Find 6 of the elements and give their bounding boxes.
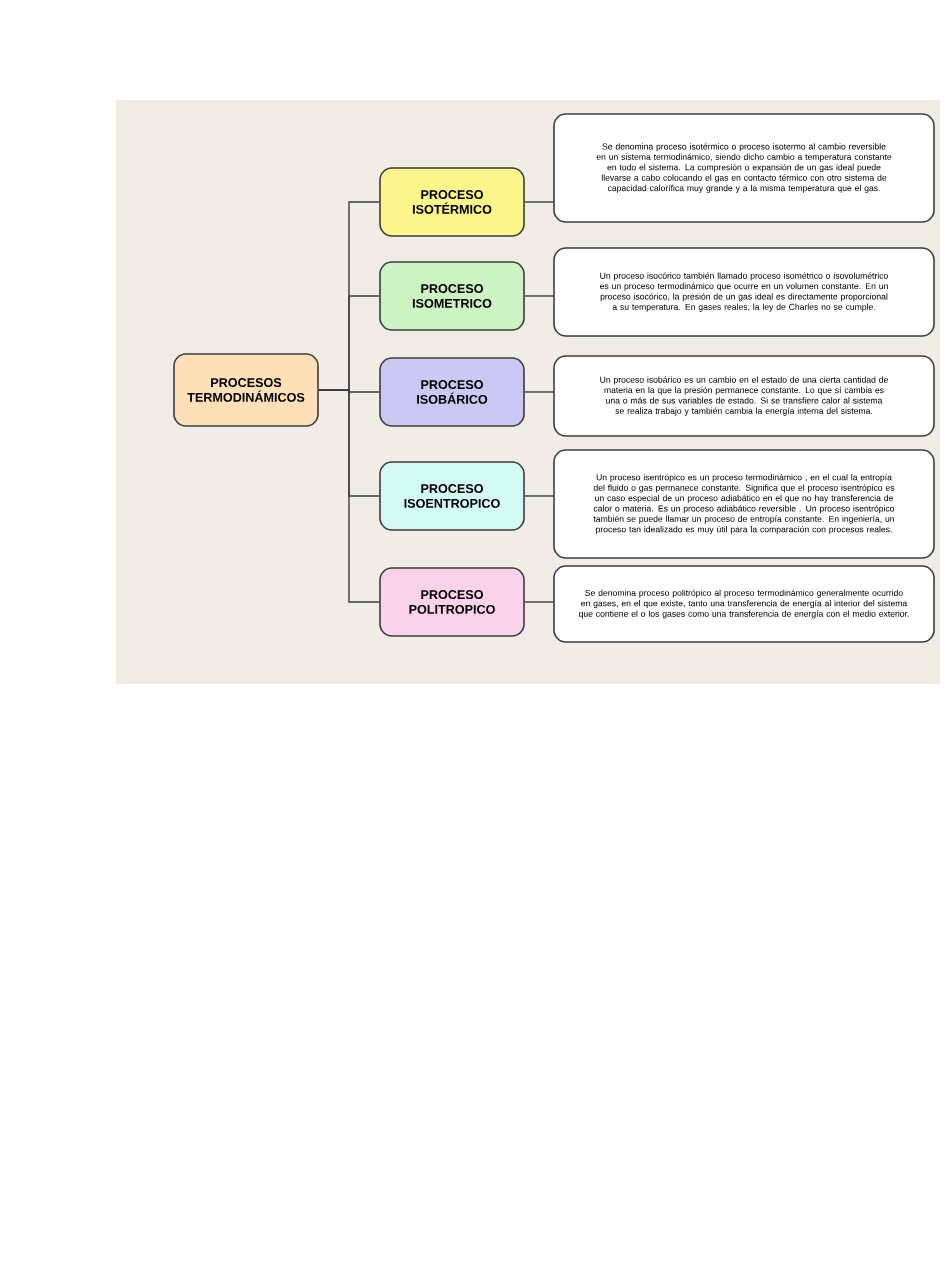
connector-line — [524, 495, 554, 497]
connector-line — [524, 391, 554, 393]
connector-line — [524, 201, 554, 203]
connector-line — [524, 295, 554, 297]
connector-line — [524, 601, 554, 603]
connector-line — [318, 389, 380, 603]
